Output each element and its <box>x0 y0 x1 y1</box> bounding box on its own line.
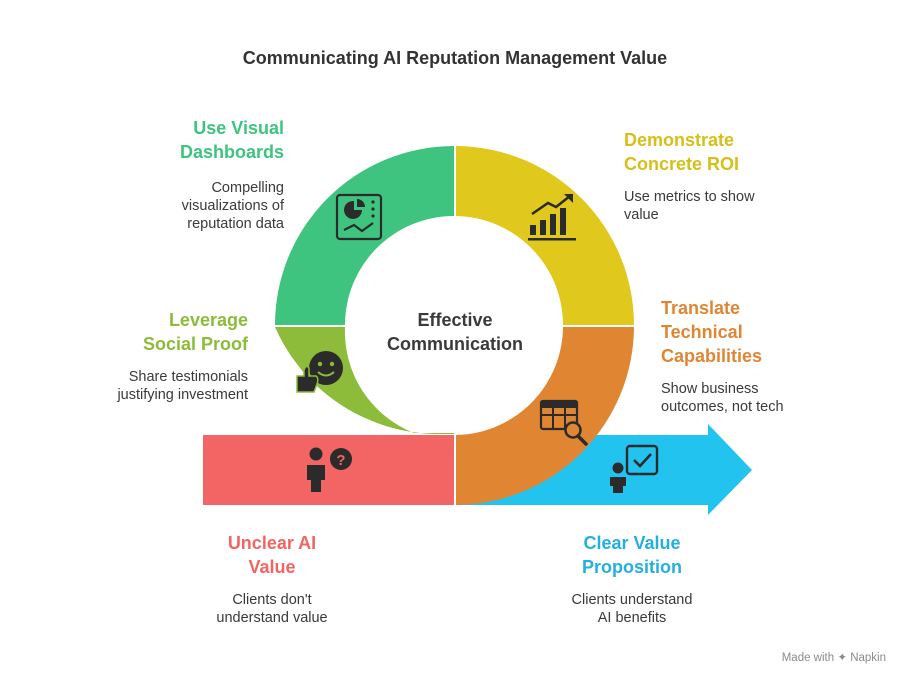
center-label-line1: Effective <box>417 310 493 330</box>
translate-title: Translate Technical Capabilities <box>661 296 861 368</box>
growth-chart-icon <box>528 194 576 241</box>
translate-description: Show business outcomes, not tech <box>661 380 861 416</box>
roi-title: Demonstrate Concrete ROI <box>624 128 844 176</box>
social-description: Share testimonials justifying investment <box>28 368 248 404</box>
unclear-title-line2: Value <box>248 557 296 577</box>
dashboards-desc-line1: Compelling <box>211 180 284 196</box>
clear-title: Clear Value Proposition <box>532 531 732 579</box>
table-search-icon <box>539 399 588 446</box>
clear-title-line1: Clear Value <box>583 533 681 553</box>
napkin-logo-icon: ✦ <box>837 652 847 664</box>
segment-dashboards <box>275 146 454 325</box>
roi-title-line1: Demonstrate <box>624 130 735 150</box>
confused-person-icon: ? <box>307 447 352 492</box>
thumbs-up-face-icon <box>296 351 343 393</box>
watermark: Made with ✦ Napkin <box>782 650 886 664</box>
social-title-line1: Leverage <box>168 310 248 330</box>
dashboards-description: Compelling visualizations of reputation … <box>84 179 284 233</box>
roi-desc-line2: value <box>624 207 659 223</box>
translate-desc-line2: outcomes, not tech <box>661 399 784 415</box>
translate-title-line2: Technical <box>661 322 743 342</box>
social-desc-line1: Share testimonials <box>128 369 248 385</box>
translate-desc-line1: Show business <box>661 381 759 397</box>
social-title-line2: Social Proof <box>142 334 248 354</box>
watermark-brand: Napkin <box>850 652 886 664</box>
clear-title-line2: Proposition <box>582 557 682 577</box>
roi-description: Use metrics to show value <box>624 188 824 224</box>
dashboards-title: Use Visual Dashboards <box>84 116 284 164</box>
dashboards-title-line2: Dashboards <box>179 142 284 162</box>
svg-text:?: ? <box>336 452 345 469</box>
translate-title-line1: Translate <box>661 298 741 318</box>
dashboard-icon <box>335 193 383 241</box>
unclear-title: Unclear AI Value <box>172 531 372 579</box>
unclear-desc-line1: Clients don't <box>232 592 312 608</box>
dashboards-desc-line3: reputation data <box>187 216 284 232</box>
segment-roi <box>456 146 634 325</box>
translate-title-line3: Capabilities <box>661 346 763 366</box>
roi-desc-line1: Use metrics to show <box>624 189 755 205</box>
page-title: Communicating AI Reputation Management V… <box>242 48 668 68</box>
dashboards-desc-line2: visualizations of <box>181 198 284 214</box>
unclear-desc-line2: understand value <box>216 610 328 626</box>
clear-desc-line2: AI benefits <box>597 610 667 626</box>
unclear-title-line1: Unclear AI <box>227 533 317 553</box>
roi-title-line2: Concrete ROI <box>624 154 740 174</box>
center-label: Effective Communication <box>355 308 555 356</box>
unclear-description: Clients don't understand value <box>172 591 372 627</box>
dashboards-title-line1: Use Visual <box>193 118 284 138</box>
social-title: Leverage Social Proof <box>48 308 248 356</box>
person-checkmark-icon <box>610 444 659 493</box>
clear-description: Clients understand AI benefits <box>532 591 732 627</box>
clear-desc-line1: Clients understand <box>571 592 693 608</box>
social-desc-line2: justifying investment <box>117 387 248 403</box>
center-label-line2: Communication <box>386 334 523 354</box>
segment-unclear <box>203 435 454 505</box>
watermark-prefix: Made with <box>781 652 835 664</box>
